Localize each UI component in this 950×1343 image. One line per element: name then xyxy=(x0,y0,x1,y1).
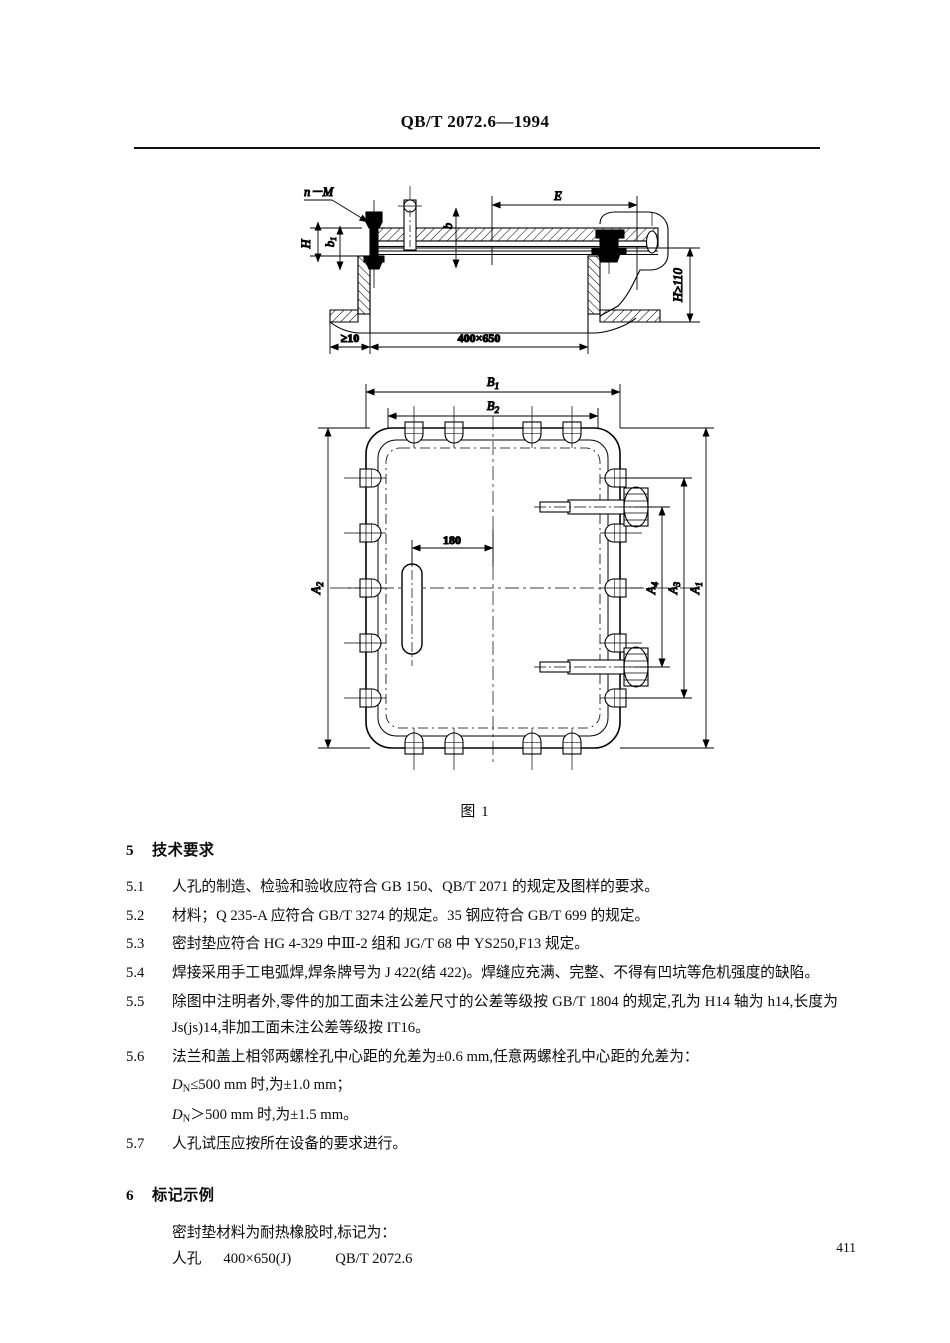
page-header-standard-number: QB/T 2072.6—1994 xyxy=(400,112,550,131)
clause-number: 5.5 xyxy=(126,993,145,1010)
clause-number: 5.3 xyxy=(126,936,145,953)
clause-number: 5.6 xyxy=(126,1048,145,1065)
figure-caption: 图 1 xyxy=(460,804,490,820)
marking-example-line: 人孔 400×650(J) QB/T 2072.6 xyxy=(172,1247,838,1273)
dimension-H-right xyxy=(640,247,700,323)
label-b1: b1 xyxy=(323,237,338,247)
clause-text: 人孔的制造、检验和验收应符合 GB 150、QB/T 2071 的规定及图样的要… xyxy=(172,878,659,895)
clause-5-1: 5.1 人孔的制造、检验和验收应符合 GB 150、QB/T 2071 的规定及… xyxy=(126,875,838,901)
clause-text: 材料；Q 235-A 应符合 GB/T 3274 的规定。35 钢应符合 GB/… xyxy=(172,907,650,924)
cover-plate xyxy=(375,227,659,256)
clause-text: 除图中注明者外,零件的加工面未注公差尺寸的公差等级按 GB/T 1804 的规定… xyxy=(172,993,838,1036)
clause-number: 5.2 xyxy=(126,907,145,924)
dimension-A4 xyxy=(640,506,670,668)
clause-5-3: 5.3 密封垫应符合 HG 4-329 中Ⅲ-2 组和 JG/T 68 中 YS… xyxy=(126,932,838,958)
stud-upper xyxy=(398,186,422,251)
clause-5-2: 5.2 材料；Q 235-A 应符合 GB/T 3274 的规定。35 钢应符合… xyxy=(126,904,838,930)
label-A2: A2 xyxy=(309,581,325,595)
neck-right xyxy=(587,255,601,315)
bolt-lugs-right xyxy=(600,464,642,712)
bolt-lugs-left xyxy=(344,464,386,712)
clause-text: 密封垫应符合 HG 4-329 中Ⅲ-2 组和 JG/T 68 中 YS250,… xyxy=(172,936,589,953)
dimension-180 xyxy=(411,530,494,566)
dimension-A1 xyxy=(620,427,714,749)
clause-text: 法兰和盖上相邻两螺栓孔中心距的允差为±0.6 mm,任意两螺栓孔中心距的允差为： xyxy=(172,1048,699,1065)
neck-left xyxy=(357,255,371,315)
clause-5-5: 5.5 除图中注明者外,零件的加工面未注公差尺寸的公差等级按 GB/T 1804… xyxy=(126,990,838,1042)
bolt-assembly-left xyxy=(363,200,385,288)
dimension-A2 xyxy=(318,427,370,749)
label-A1: A1 xyxy=(688,582,704,595)
label-opening-size: 400×650 xyxy=(458,331,501,345)
header-rule xyxy=(134,147,820,149)
label-A3: A3 xyxy=(666,581,682,595)
symbol-dn-subscript: N xyxy=(182,1112,191,1124)
section-5-title: 技术要求 xyxy=(152,842,215,859)
section-6-title: 标记示例 xyxy=(152,1187,215,1205)
dimension-B1 xyxy=(365,384,621,428)
label-H-min: H≥110 xyxy=(671,267,685,302)
section-5-heading: 5 技术要求 xyxy=(126,838,838,864)
symbol-dn-subscript: N xyxy=(182,1083,191,1095)
clause-5-7: 5.7 人孔试压应按所在设备的要求进行。 xyxy=(126,1132,838,1158)
sub-item-text: ＞500 mm 时,为±1.5 mm。 xyxy=(190,1106,358,1123)
document-body: 5 技术要求 5.1 人孔的制造、检验和验收应符合 GB 150、QB/T 207… xyxy=(126,838,838,1273)
bolt-lugs-top xyxy=(400,406,586,448)
clause-number: 5.1 xyxy=(126,878,145,895)
hinge-bracket-right xyxy=(599,211,669,317)
sub-item-text: ≤500 mm 时,为±1.0 mm； xyxy=(190,1077,352,1094)
sub-item-dn-gt-500: DN＞500 mm 时,为±1.5 mm。 xyxy=(172,1103,838,1132)
dimension-H-left xyxy=(310,221,362,263)
marking-size: 400×650(J) xyxy=(223,1251,292,1268)
bolt-assembly-right xyxy=(591,229,627,274)
label-n-M: n－M xyxy=(304,185,334,199)
symbol-dn: D xyxy=(172,1077,183,1094)
clause-number: 5.4 xyxy=(126,965,145,982)
label-E: E xyxy=(553,189,562,203)
section-6-number: 6 xyxy=(126,1187,134,1205)
section-6-heading: 6 标记示例 xyxy=(126,1183,838,1209)
technical-drawing-figure: E xyxy=(0,170,950,795)
label-B2: B2 xyxy=(487,399,500,415)
label-H-left: H xyxy=(299,239,313,250)
handle-slot xyxy=(401,552,423,666)
bolt-lugs-bottom xyxy=(400,728,586,770)
label-A4: A4 xyxy=(644,581,660,595)
label-180: 180 xyxy=(443,533,461,547)
vessel-shell xyxy=(329,309,661,334)
page-number: 411 xyxy=(836,1240,856,1255)
clause-text: 人孔试压应按所在设备的要求进行。 xyxy=(172,1135,408,1152)
clause-5-6: 5.6 法兰和盖上相邻两螺栓孔中心距的允差为±0.6 mm,任意两螺栓孔中心距的… xyxy=(126,1045,838,1071)
leader-n-M xyxy=(304,199,369,223)
label-b: b xyxy=(441,223,455,229)
symbol-dn: D xyxy=(172,1106,183,1123)
dimension-row-bottom xyxy=(329,322,589,354)
label-min-10: ≥10 xyxy=(341,331,360,345)
section-view: E xyxy=(298,184,700,354)
section-5-number: 5 xyxy=(126,842,134,859)
dimension-A3 xyxy=(620,477,692,699)
clause-5-4: 5.4 焊接采用手工电弧焊,焊条牌号为 J 422(结 422)。焊缝应充满、完… xyxy=(126,961,838,987)
marking-example-intro: 密封垫材料为耐热橡胶时,标记为： xyxy=(172,1225,396,1242)
marking-standard: QB/T 2072.6 xyxy=(335,1251,413,1268)
sub-item-dn-le-500: DN≤500 mm 时,为±1.0 mm； xyxy=(172,1073,838,1102)
label-B1: B1 xyxy=(487,375,499,391)
clause-text: 焊接采用手工电弧焊,焊条牌号为 J 422(结 422)。焊缝应充满、完整、不得… xyxy=(172,965,820,982)
clause-number: 5.7 xyxy=(126,1135,145,1152)
plan-view: B1 B2 xyxy=(308,374,714,770)
marking-name: 人孔 xyxy=(172,1251,202,1268)
